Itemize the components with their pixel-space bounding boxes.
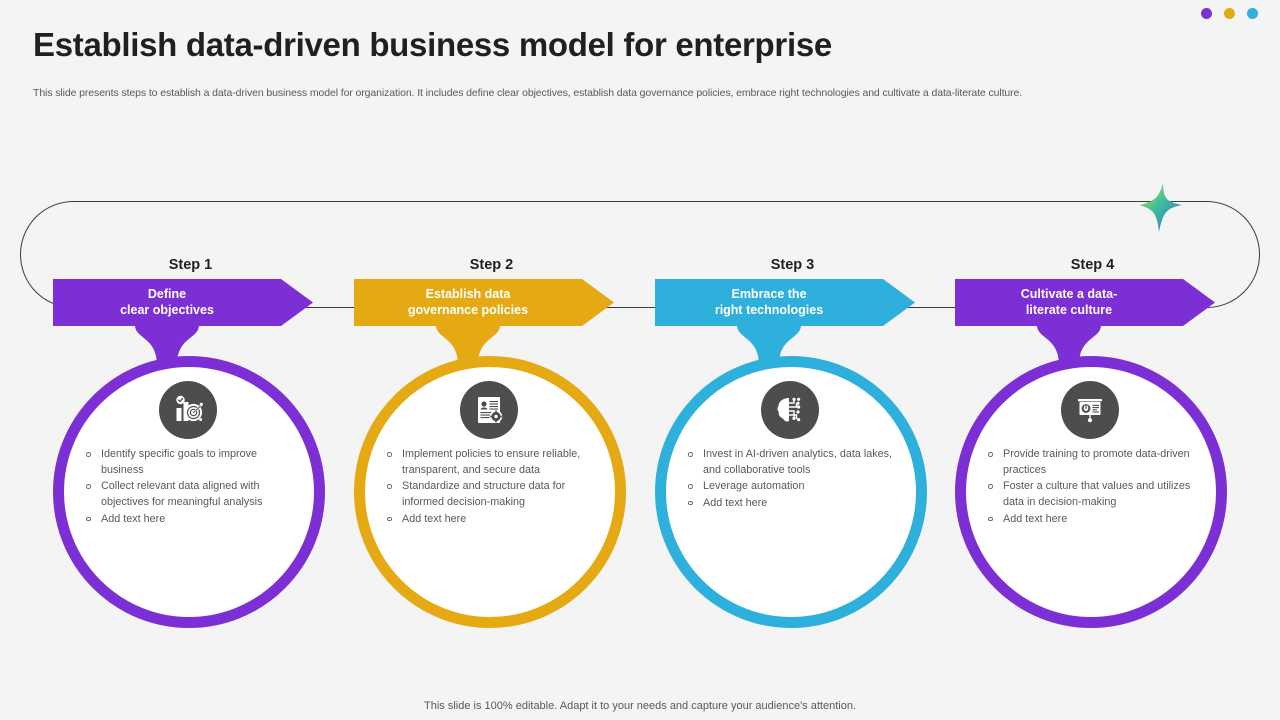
list-item: Standardize and structure data for infor… xyxy=(384,479,599,511)
list-item: Provide training to promote data-driven … xyxy=(985,447,1200,479)
list-item: Identify specific goals to improve busin… xyxy=(83,447,298,479)
decor-dots xyxy=(1201,8,1258,19)
step-2[interactable]: Step 2 Establish data governance policie… xyxy=(354,0,656,720)
footer-note: This slide is 100% editable. Adapt it to… xyxy=(424,700,856,712)
step-3-arrow-shape xyxy=(655,279,915,326)
document-gear-icon xyxy=(460,381,518,439)
dot-gold xyxy=(1224,8,1235,19)
step-1-label: Step 1 xyxy=(168,257,213,273)
step-4-bullets: Provide training to promote data-driven … xyxy=(985,447,1200,528)
page-title: Establish data-driven business model for… xyxy=(33,26,832,63)
ai-brain-circuit-icon xyxy=(761,381,819,439)
sparkle-star-icon xyxy=(1133,180,1187,234)
list-item: Implement policies to ensure reliable, t… xyxy=(384,447,599,479)
presentation-board-icon xyxy=(1061,381,1119,439)
step-1-arrow-shape xyxy=(53,279,313,326)
step-3-connector xyxy=(737,325,801,365)
list-item: Invest in AI-driven analytics, data lake… xyxy=(685,447,900,479)
process-track xyxy=(20,201,1260,308)
target-bar-chart-icon xyxy=(159,381,217,439)
page-subtitle: This slide presents steps to establish a… xyxy=(33,87,1023,99)
list-item: Add text here xyxy=(83,512,298,528)
step-4-arrow-shape xyxy=(955,279,1215,326)
step-4-label: Step 4 xyxy=(1070,257,1115,273)
step-1-bullets: Identify specific goals to improve busin… xyxy=(83,447,298,528)
step-2-label: Step 2 xyxy=(469,257,514,273)
step-2-bullets: Implement policies to ensure reliable, t… xyxy=(384,447,599,528)
step-3-bullets: Invest in AI-driven analytics, data lake… xyxy=(685,447,900,512)
step-4[interactable]: Step 4 Cultivate a data- literate cultur… xyxy=(955,0,1257,720)
list-item: Collect relevant data aligned with objec… xyxy=(83,479,298,511)
list-item: Foster a culture that values and utilize… xyxy=(985,479,1200,511)
list-item: Add text here xyxy=(685,496,900,512)
step-1[interactable]: Step 1 Define clear objectives xyxy=(53,0,355,720)
step-3[interactable]: Step 3 Embrace the right technologies xyxy=(655,0,957,720)
dot-purple xyxy=(1201,8,1212,19)
list-item: Add text here xyxy=(384,512,599,528)
list-item: Leverage automation xyxy=(685,479,900,495)
step-4-connector xyxy=(1037,325,1101,365)
step-1-connector xyxy=(135,325,199,365)
step-2-connector xyxy=(436,325,500,365)
step-3-label: Step 3 xyxy=(770,257,815,273)
dot-blue xyxy=(1247,8,1258,19)
step-2-arrow-shape xyxy=(354,279,614,326)
list-item: Add text here xyxy=(985,512,1200,528)
